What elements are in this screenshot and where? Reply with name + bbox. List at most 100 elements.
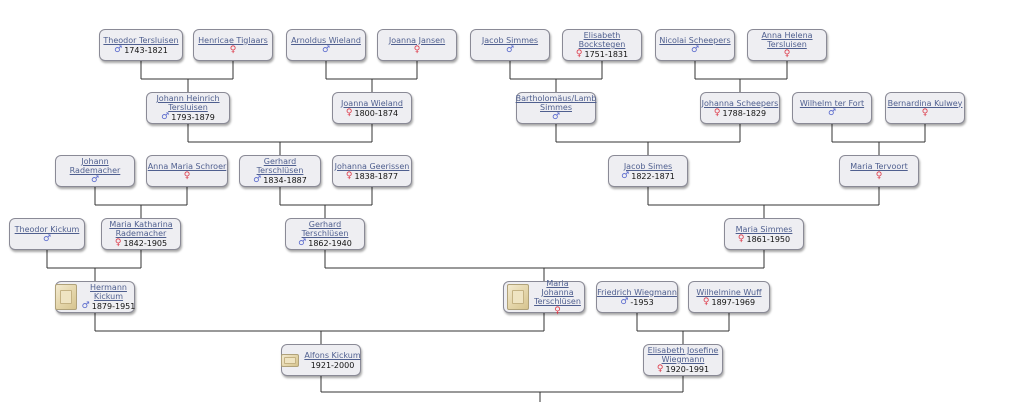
person-card[interactable]: Johann Heinrich Tersluisen♂1793-1879 xyxy=(146,92,230,124)
person-card[interactable]: Friedrich Wiegmann♂-1953 xyxy=(596,281,678,313)
person-name-link[interactable]: Theodor Kickum xyxy=(14,224,80,234)
male-icon: ♂ xyxy=(90,175,100,185)
portrait-photo-icon[interactable] xyxy=(507,284,530,310)
person-card[interactable]: Jacob Simes♂1822-1871 xyxy=(608,155,688,187)
person-card[interactable]: Anna Maria Schroer♀ xyxy=(146,155,228,187)
person-name-link[interactable]: Johanna Scheepers xyxy=(701,98,779,108)
person-meta: ♂ xyxy=(43,234,51,244)
person-name-link[interactable]: Maria Tervoort xyxy=(850,161,908,171)
person-meta: ♀ xyxy=(413,44,421,55)
life-dates: 1842-1905 xyxy=(123,239,168,248)
person-name-link[interactable]: Elisabeth Bockstegen xyxy=(578,31,626,49)
person-name-link[interactable]: Jacob Simes xyxy=(623,161,673,171)
person-info: Jacob Simmes♂ xyxy=(482,36,538,55)
person-card[interactable]: Henricae Tiglaars♀ xyxy=(193,29,273,61)
life-dates: 1861-1950 xyxy=(746,234,791,244)
person-name-link[interactable]: Gerhard Terschlüsen xyxy=(256,157,304,175)
person-card[interactable]: Wilhelmine Wuff♀1897-1969 xyxy=(688,281,770,313)
person-info: Maria Simmes♀1861-1950 xyxy=(736,225,793,244)
person-info: Arnoldus Wieland♂ xyxy=(291,36,361,55)
person-card[interactable]: Maria Tervoort♀ xyxy=(839,155,919,187)
person-card[interactable]: Maria Simmes♀1861-1950 xyxy=(724,218,804,250)
person-name-link[interactable]: Johann Heinrich Tersluisen xyxy=(156,94,220,112)
person-card[interactable]: Johann Rademacher♂ xyxy=(55,155,135,187)
male-icon: ♂ xyxy=(114,44,123,55)
male-icon: ♂ xyxy=(298,238,307,248)
person-name-link[interactable]: Wilhelmine Wuff xyxy=(696,287,762,297)
person-info: Theodor Kickum♂ xyxy=(15,225,80,244)
life-dates: 1751-1831 xyxy=(584,50,629,59)
person-info: Maria Johanna Terschlüsen♀ xyxy=(534,279,581,316)
person-card[interactable]: Theodor Kickum♂ xyxy=(9,218,85,250)
person-meta: ♀1800-1874 xyxy=(346,108,398,118)
male-icon: ♂ xyxy=(161,112,170,122)
person-info: Joanna Jansen♀ xyxy=(389,36,445,55)
person-card[interactable]: Wilhelm ter Fort♂ xyxy=(792,92,872,124)
life-dates: 1921-2000 xyxy=(310,360,355,370)
person-meta: ♀1897-1969 xyxy=(702,296,756,307)
person-name-link[interactable]: Elisabeth Josefine Wiegmann xyxy=(647,346,719,364)
person-card[interactable]: Hermann Kickum♂1879-1951 xyxy=(54,281,136,313)
person-meta: ♂-1953 xyxy=(620,297,653,307)
person-name-link[interactable]: Maria Simmes xyxy=(735,224,793,234)
person-name-link[interactable]: Anna Helena Tersluisen xyxy=(761,31,813,49)
person-name-link[interactable]: Bartholomäus/Lamb Simmes xyxy=(515,94,597,112)
person-name-link[interactable]: Friedrich Wiegmann xyxy=(597,287,677,297)
person-card[interactable]: Joanna Jansen♀ xyxy=(377,29,457,61)
portrait-photo-icon[interactable] xyxy=(54,284,77,310)
person-card[interactable]: Gerhard Terschlüsen♂1862-1940 xyxy=(285,218,365,250)
person-name-link[interactable]: Arnoldus Wieland xyxy=(291,35,361,45)
female-icon: ♀ xyxy=(921,107,929,118)
person-card[interactable]: Nicolai Scheepers♂ xyxy=(655,29,735,61)
person-name-link[interactable]: Wilhelm ter Fort xyxy=(799,98,865,108)
person-name-link[interactable]: Joanna Jansen xyxy=(388,35,446,45)
female-icon: ♀ xyxy=(702,296,710,307)
person-name-link[interactable]: Maria Johanna Terschlüsen xyxy=(534,278,581,306)
person-name-link[interactable]: Johanna Geerissen xyxy=(334,161,410,171)
person-name-link[interactable]: Bernardina Kulwey xyxy=(887,98,963,108)
person-name-link[interactable]: Anna Maria Schroer xyxy=(147,161,227,171)
person-name-link[interactable]: Gerhard Terschlüsen xyxy=(301,220,349,238)
life-dates: 1897-1969 xyxy=(711,297,756,307)
person-card[interactable]: Anna Helena Tersluisen♀ xyxy=(747,29,827,61)
person-name-link[interactable]: Joanna Wieland xyxy=(341,98,403,108)
person-card[interactable]: Joanna Wieland♀1800-1874 xyxy=(332,92,412,124)
portrait-photo-icon[interactable] xyxy=(281,353,300,367)
person-card[interactable]: Gerhard Terschlüsen♂1834-1887 xyxy=(239,155,321,187)
person-meta: ♀ xyxy=(784,50,791,59)
person-name-link[interactable]: Hermann Kickum xyxy=(90,283,127,301)
person-name-link[interactable]: Henricae Tiglaars xyxy=(198,35,268,45)
male-icon: ♂ xyxy=(81,301,90,311)
person-name-link[interactable]: Alfons Kickum xyxy=(304,350,361,360)
person-info: Henricae Tiglaars♀ xyxy=(198,36,268,55)
person-card[interactable]: Bernardina Kulwey♀ xyxy=(885,92,965,124)
person-card[interactable]: Elisabeth Bockstegen♀1751-1831 xyxy=(562,29,642,61)
person-card[interactable]: Elisabeth Josefine Wiegmann♀1920-1991 xyxy=(643,344,723,376)
person-meta: 1921-2000 xyxy=(311,361,355,370)
person-card[interactable]: Johanna Geerissen♀1838-1877 xyxy=(332,155,412,187)
life-dates: 1862-1940 xyxy=(308,239,352,248)
person-meta: ♂1793-1879 xyxy=(161,112,215,123)
person-meta: ♂1862-1940 xyxy=(298,238,352,249)
person-info: Johanna Scheepers♀1788-1829 xyxy=(702,99,779,118)
person-meta: ♂1822-1871 xyxy=(621,171,675,181)
person-name-link[interactable]: Theodor Tersluisen xyxy=(103,35,179,45)
person-info: Hermann Kickum♂1879-1951 xyxy=(82,283,136,311)
person-name-link[interactable]: Jacob Simmes xyxy=(481,35,539,45)
person-card[interactable]: Bartholomäus/Lamb Simmes♂ xyxy=(516,92,596,124)
person-card[interactable]: Johanna Scheepers♀1788-1829 xyxy=(700,92,780,124)
person-name-link[interactable]: Maria Katharina Rademacher xyxy=(109,220,173,238)
person-card[interactable]: Maria Katharina Rademacher♀1842-1905 xyxy=(101,218,181,250)
person-name-link[interactable]: Johann Rademacher xyxy=(69,157,121,175)
person-meta: ♀ xyxy=(230,45,237,55)
person-card[interactable]: Maria Johanna Terschlüsen♀ xyxy=(503,279,585,316)
female-icon: ♀ xyxy=(554,305,561,316)
person-name-link[interactable]: Nicolai Scheepers xyxy=(659,35,731,45)
person-card[interactable]: Arnoldus Wieland♂ xyxy=(286,29,366,61)
person-card[interactable]: Jacob Simmes♂ xyxy=(470,29,550,61)
female-icon: ♀ xyxy=(413,44,421,55)
person-card[interactable]: Theodor Tersluisen♂1743-1821 xyxy=(99,29,183,61)
person-info: Elisabeth Bockstegen♀1751-1831 xyxy=(576,31,628,59)
life-dates: 1788-1829 xyxy=(722,108,767,118)
